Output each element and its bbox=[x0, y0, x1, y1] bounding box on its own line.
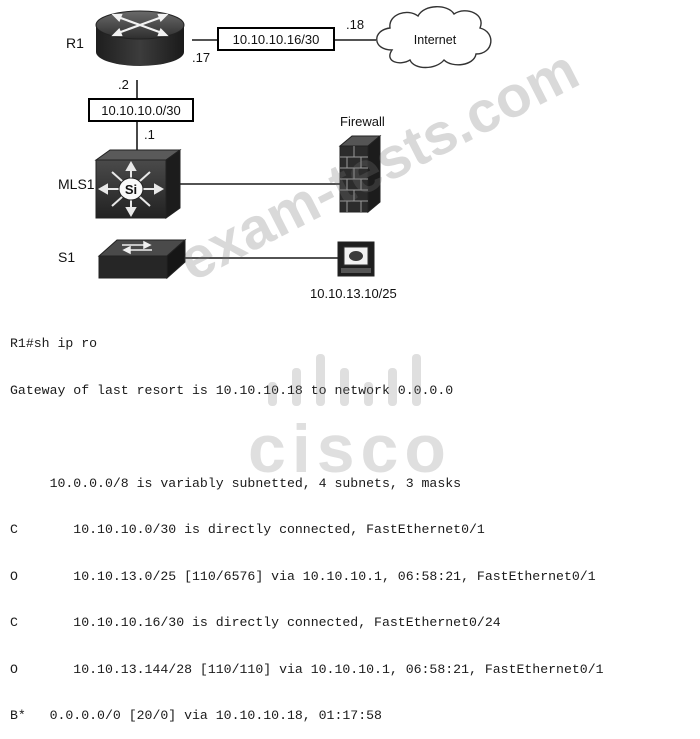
r1-internet-isp-ip: .18 bbox=[346, 17, 364, 32]
cli-line: O 10.10.13.0/25 [110/6576] via 10.10.10.… bbox=[10, 568, 596, 584]
switch-name: S1 bbox=[58, 249, 75, 265]
cli-line: Gateway of last resort is 10.10.10.18 to… bbox=[10, 382, 454, 398]
cli-line: B* 0.0.0.0/0 [20/0] via 10.10.10.18, 01:… bbox=[10, 708, 382, 723]
workstation-icon bbox=[337, 241, 375, 277]
cli-line: O 10.10.13.144/28 [110/110] via 10.10.10… bbox=[10, 661, 604, 677]
r1-mls1-r1-ip: .2 bbox=[118, 77, 129, 92]
cli-line: 10.0.0.0/8 is variably subnetted, 4 subn… bbox=[10, 475, 462, 491]
subnet-box-r1-internet bbox=[217, 27, 335, 51]
firewall-label: Firewall bbox=[340, 114, 385, 129]
mls-badge: Si bbox=[125, 182, 137, 197]
switch-icon bbox=[97, 238, 187, 280]
cli-output: R1#sh ip ro Gateway of last resort is 10… bbox=[10, 305, 700, 739]
firewall-icon bbox=[338, 134, 382, 214]
cli-line: R1#sh ip ro bbox=[10, 336, 98, 351]
subnet-r1-mls1: 10.10.10.0/30 bbox=[101, 103, 181, 118]
router-name: R1 bbox=[66, 35, 84, 51]
internet-cloud-icon bbox=[376, 6, 492, 69]
router-r1-icon bbox=[95, 10, 185, 66]
subnet-r1-internet: 10.10.10.16/30 bbox=[233, 32, 320, 47]
cli-line bbox=[10, 429, 700, 445]
subnet-box-r1-mls1 bbox=[88, 98, 194, 122]
multilayer-switch-icon bbox=[94, 149, 182, 219]
network-diagram: R1 .17 .2 10.10.10.16/30 .18 Internet 10… bbox=[58, 6, 492, 301]
r1-mls1-mls1-ip: .1 bbox=[144, 127, 155, 142]
mls-name: MLS1 bbox=[58, 176, 95, 192]
internet-label: Internet bbox=[414, 33, 457, 47]
cli-line: C 10.10.10.16/30 is directly connected, … bbox=[10, 615, 501, 630]
cli-line: C 10.10.10.0/30 is directly connected, F… bbox=[10, 522, 485, 537]
r1-internet-r1-ip: .17 bbox=[192, 50, 210, 65]
host-subnet: 10.10.13.10/25 bbox=[310, 286, 397, 301]
